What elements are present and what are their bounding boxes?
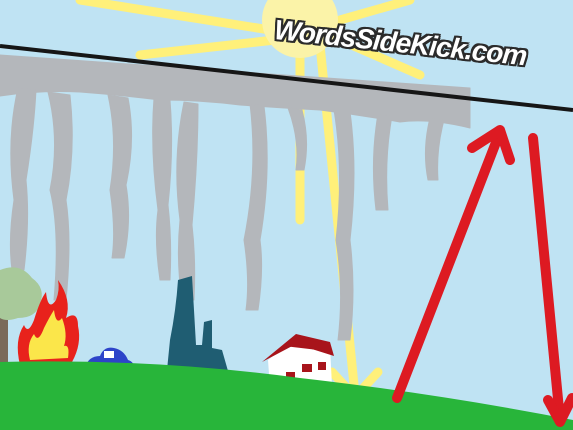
factory-icon: [166, 276, 230, 380]
up-arrow-icon: [392, 125, 515, 403]
smoke-plume-icon: [0, 54, 471, 341]
atmosphere-line: [0, 44, 573, 112]
fire-icon: [17, 280, 80, 365]
ground: [0, 361, 573, 430]
sun-icon: [262, 0, 338, 58]
down-arrow-icon: [528, 133, 573, 427]
tree-icon: [0, 267, 42, 365]
